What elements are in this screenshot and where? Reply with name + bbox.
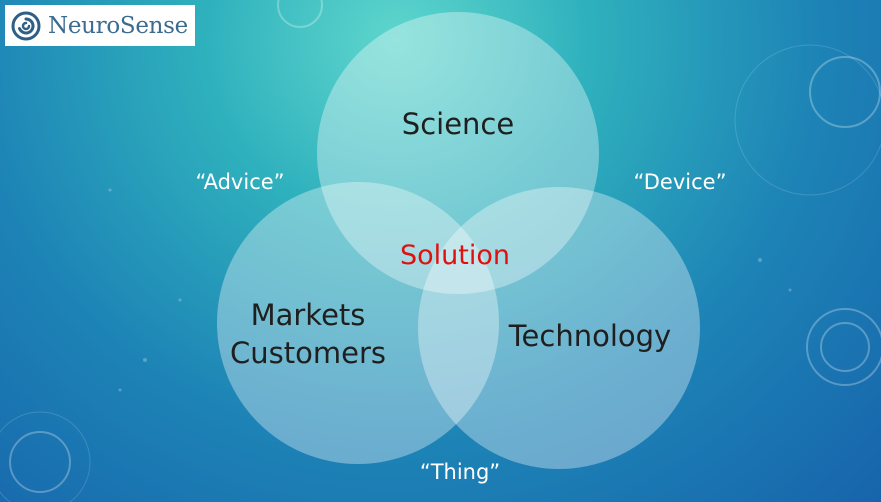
advice-label: “Advice” — [195, 170, 285, 194]
markets-label: Markets — [250, 298, 366, 332]
logo-text: NeuroSense — [48, 12, 188, 39]
neurosense-logo: NeuroSense — [5, 5, 195, 46]
spiral-icon — [11, 11, 41, 40]
markets-circle — [217, 182, 499, 464]
device-label: “Device” — [633, 170, 727, 194]
technology-circle — [418, 187, 700, 469]
solution-label: Solution — [400, 240, 510, 271]
science-label: Science — [401, 107, 515, 141]
thing-label: “Thing” — [419, 460, 501, 484]
customers-label: Customers — [230, 336, 386, 370]
science-circle — [317, 12, 599, 294]
technology-label: Technology — [508, 319, 672, 353]
